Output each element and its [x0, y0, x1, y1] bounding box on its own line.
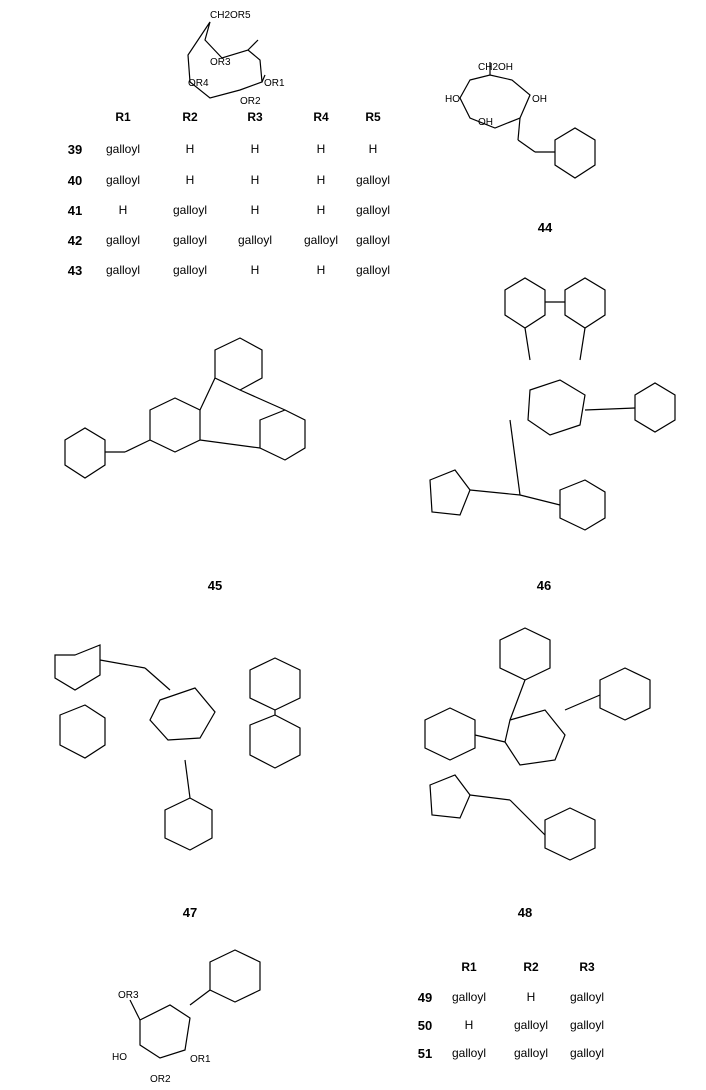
cell-41-r1: H: [118, 203, 128, 217]
cell-41-r4: H: [316, 203, 326, 217]
label-or2: OR2: [240, 96, 261, 107]
label-44-oh: OH: [532, 94, 547, 105]
header-r3: R3: [247, 110, 263, 124]
cell-51-r3: galloyl: [569, 1046, 605, 1060]
cell-43-r4: H: [316, 263, 326, 277]
label-44-ho: HO: [445, 94, 460, 105]
cell-50-r2: galloyl: [513, 1018, 549, 1032]
label-or1: OR1: [264, 78, 285, 89]
label-or3: OR3: [210, 57, 231, 68]
row-id-51: 51: [417, 1046, 433, 1061]
cell-50-r1: H: [464, 1018, 474, 1032]
cell-42-r3: galloyl: [237, 233, 273, 247]
header-r5: R5: [365, 110, 381, 124]
header2-r3: R3: [579, 960, 595, 974]
cell-40-r1: galloyl: [105, 173, 141, 187]
cell-41-r2: galloyl: [172, 203, 208, 217]
row-id-40: 40: [67, 173, 83, 188]
cell-42-r2: galloyl: [172, 233, 208, 247]
compound-number-45: 45: [207, 578, 223, 593]
structure-45: [64, 337, 306, 479]
label-44-oh-ring: OH: [478, 117, 493, 128]
label-ch2or5: CH2OR5: [210, 10, 251, 21]
structure-sugar-39-43: [187, 21, 266, 99]
row-id-39: 39: [67, 142, 83, 157]
row-id-43: 43: [67, 263, 83, 278]
header-r2: R2: [182, 110, 198, 124]
header-r4: R4: [313, 110, 329, 124]
cell-39-r1: galloyl: [105, 142, 141, 156]
cell-43-r3: H: [250, 263, 260, 277]
cell-42-r5: galloyl: [355, 233, 391, 247]
compound-number-47: 47: [182, 905, 198, 920]
cell-43-r5: galloyl: [355, 263, 391, 277]
cell-43-r1: galloyl: [105, 263, 141, 277]
cell-40-r3: H: [250, 173, 260, 187]
cell-43-r2: galloyl: [172, 263, 208, 277]
row-id-49: 49: [417, 990, 433, 1005]
cell-42-r4: galloyl: [303, 233, 339, 247]
compound-number-44: 44: [537, 220, 553, 235]
cell-49-r2: H: [526, 990, 536, 1004]
cell-40-r2: H: [185, 173, 195, 187]
cell-39-r3: H: [250, 142, 260, 156]
cell-39-r2: H: [185, 142, 195, 156]
compound-number-48: 48: [517, 905, 533, 920]
structure-46: [429, 277, 676, 531]
row-id-42: 42: [67, 233, 83, 248]
structure-sugar-49-51: [129, 949, 261, 1059]
cell-49-r1: galloyl: [451, 990, 487, 1004]
label-bottom-or1: OR1: [190, 1054, 211, 1065]
label-bottom-or2: OR2: [150, 1074, 171, 1085]
cell-39-r5: H: [368, 142, 378, 156]
cell-50-r3: galloyl: [569, 1018, 605, 1032]
cell-41-r3: H: [250, 203, 260, 217]
row-id-41: 41: [67, 203, 83, 218]
cell-40-r5: galloyl: [355, 173, 391, 187]
header2-r1: R1: [461, 960, 477, 974]
label-or4: OR4: [188, 78, 209, 89]
label-bottom-ho: HO: [112, 1052, 127, 1063]
structure-44: [459, 62, 596, 179]
cell-51-r2: galloyl: [513, 1046, 549, 1060]
structure-47: [54, 644, 301, 851]
label-44-ch2oh: CH2OH: [478, 62, 513, 73]
row-id-50: 50: [417, 1018, 433, 1033]
cell-42-r1: galloyl: [105, 233, 141, 247]
header2-r2: R2: [523, 960, 539, 974]
compound-number-46: 46: [536, 578, 552, 593]
cell-51-r1: galloyl: [451, 1046, 487, 1060]
cell-49-r3: galloyl: [569, 990, 605, 1004]
header-r1: R1: [115, 110, 131, 124]
structure-48: [424, 627, 651, 861]
cell-39-r4: H: [316, 142, 326, 156]
cell-40-r4: H: [316, 173, 326, 187]
label-bottom-or3: OR3: [118, 990, 139, 1001]
cell-41-r5: galloyl: [355, 203, 391, 217]
